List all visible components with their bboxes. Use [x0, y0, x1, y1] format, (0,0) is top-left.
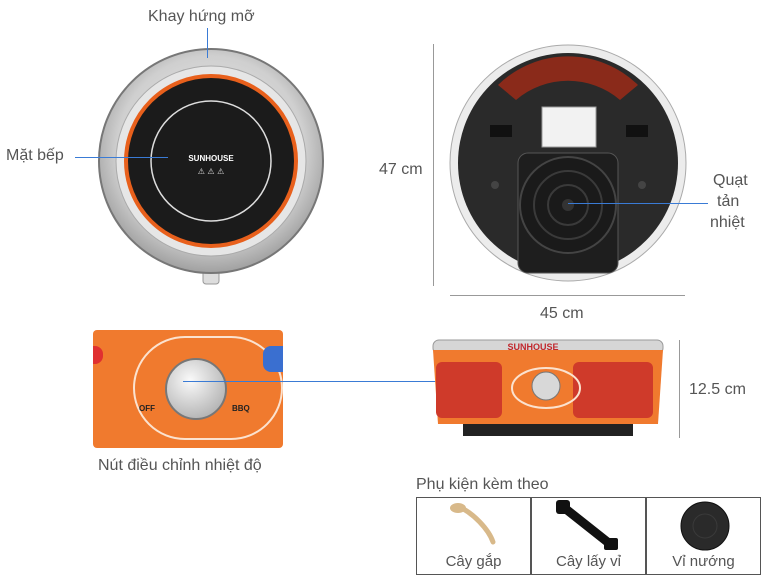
svg-text:⚠ ⚠ ⚠: ⚠ ⚠ ⚠ — [198, 167, 225, 176]
drip-tray-label: Khay hứng mỡ — [148, 8, 255, 25]
accessory-tongs-label: Cây gắp — [445, 553, 502, 570]
tongs-icon — [450, 503, 496, 545]
accessory-grill-plate: Vỉ nướng — [646, 497, 761, 575]
width-dimension-label: 45 cm — [540, 305, 584, 322]
knob-dial — [165, 358, 227, 420]
stove-side-view: SUNHOUSE — [432, 339, 664, 436]
cooling-fan-label-2: tản — [717, 193, 740, 210]
cooling-fan-callout-line — [568, 203, 708, 204]
knob-bbq-label: BBQ — [232, 404, 250, 413]
knob-callout-line — [183, 381, 528, 382]
height-dimension-line — [433, 44, 434, 286]
cooling-fan-label-3: nhiệt — [710, 214, 745, 231]
cooktop-surface-label: Mặt bếp — [6, 147, 64, 164]
accessory-grill-plate-label: Vỉ nướng — [672, 553, 735, 570]
depth-dimension-line — [679, 340, 680, 438]
cooktop-callout-line — [75, 157, 168, 158]
stove-bottom-view — [449, 44, 687, 282]
accessory-plate-lifter: Cây lấy vỉ — [531, 497, 646, 575]
brand-logo: SUNHOUSE — [188, 154, 234, 163]
accessory-plate-lifter-label: Cây lấy vỉ — [555, 553, 622, 570]
width-dimension-line — [450, 295, 685, 296]
accessory-tongs: Cây gắp — [416, 497, 531, 575]
knob-label: Nút điều chỉnh nhiệt độ — [98, 457, 262, 474]
cooling-fan-label-1: Quạt — [713, 172, 748, 189]
plate-lifter-icon — [556, 500, 618, 550]
stove-top-view: SUNHOUSE ⚠ ⚠ ⚠ — [98, 48, 324, 285]
side-brand-logo: SUNHOUSE — [507, 342, 558, 352]
accessories-title: Phụ kiện kèm theo — [416, 476, 549, 493]
depth-dimension-label: 12.5 cm — [689, 381, 746, 398]
knob-closeup-panel: OFF BBQ — [93, 330, 283, 448]
drip-tray-callout-line — [207, 28, 208, 58]
knob-off-label: OFF — [139, 404, 155, 413]
grill-plate-icon — [680, 501, 730, 551]
height-dimension-label: 47 cm — [379, 161, 423, 178]
